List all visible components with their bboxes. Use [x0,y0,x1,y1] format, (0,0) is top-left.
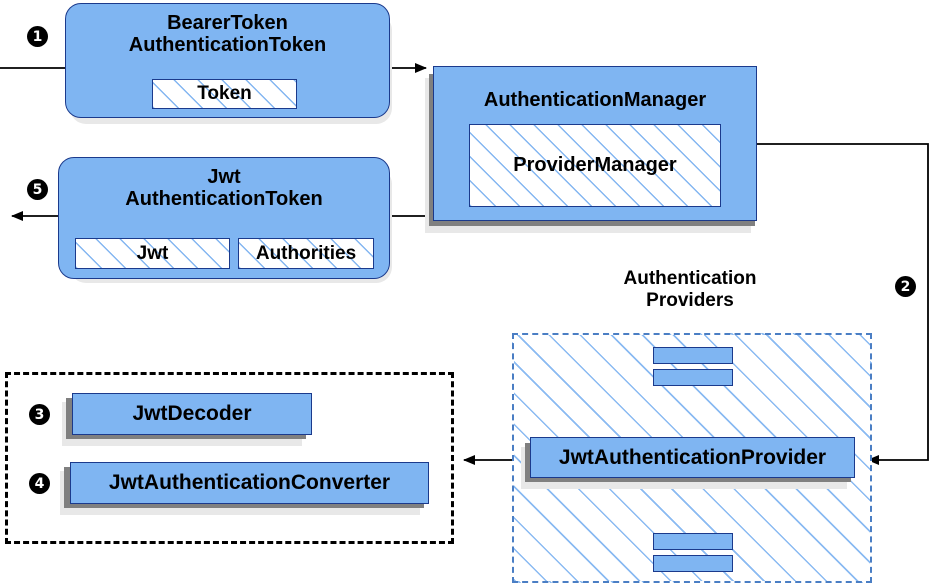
step-badge-3-number: 3 [34,406,45,423]
step-badge-2-number: 2 [900,278,911,295]
provider-stack-bottom-bar-2 [653,555,733,572]
jwt-token-sub-jwt-label: Jwt [136,242,169,264]
authentication-manager-sub-provider-manager: ProviderManager [469,124,721,207]
jwt-token-sub-authorities-label: Authorities [255,242,357,264]
bearer-token-line2: AuthenticationToken [128,34,327,57]
jwt-authentication-provider-node[interactable]: JwtAuthenticationProvider [530,437,855,478]
step-badge-1: 1 [27,26,48,47]
bearer-token-sub-token: Token [152,79,297,109]
jwt-support-group [5,372,454,544]
jwt-token-line2: AuthenticationToken [125,188,323,211]
step-badge-4-number: 4 [34,475,45,492]
step-badge-3: 3 [29,404,50,425]
jwt-decoder-node[interactable]: JwtDecoder [72,393,312,435]
provider-stack-bottom-bar-1 [653,533,733,550]
jwt-authentication-converter-label: JwtAuthenticationConverter [108,471,391,495]
authentication-providers-label: Authentication Providers [560,268,820,312]
authentication-providers-label-line2: Providers [646,289,734,311]
provider-manager-label: ProviderManager [513,154,677,176]
step-badge-5-number: 5 [32,181,43,198]
jwt-token-sub-authorities: Authorities [238,238,374,269]
jwt-token-line1: Jwt [207,166,241,188]
bearer-token-line1: BearerToken [167,12,288,34]
authentication-providers-label-line1: Authentication [623,268,757,289]
jwt-authentication-converter-node[interactable]: JwtAuthenticationConverter [70,462,429,504]
step-badge-4: 4 [29,473,50,494]
jwt-token-sub-jwt: Jwt [75,238,230,269]
step-badge-5: 5 [27,179,48,200]
step-badge-2: 2 [895,276,916,297]
jwt-decoder-label: JwtDecoder [132,402,252,426]
authentication-manager-title: AuthenticationManager [483,89,707,111]
step-badge-1-number: 1 [32,28,43,45]
provider-stack-top-bar-1 [653,347,733,364]
bearer-token-sub-token-label: Token [197,83,252,104]
provider-stack-top-bar-2 [653,369,733,386]
jwt-authentication-provider-label: JwtAuthenticationProvider [558,445,827,469]
